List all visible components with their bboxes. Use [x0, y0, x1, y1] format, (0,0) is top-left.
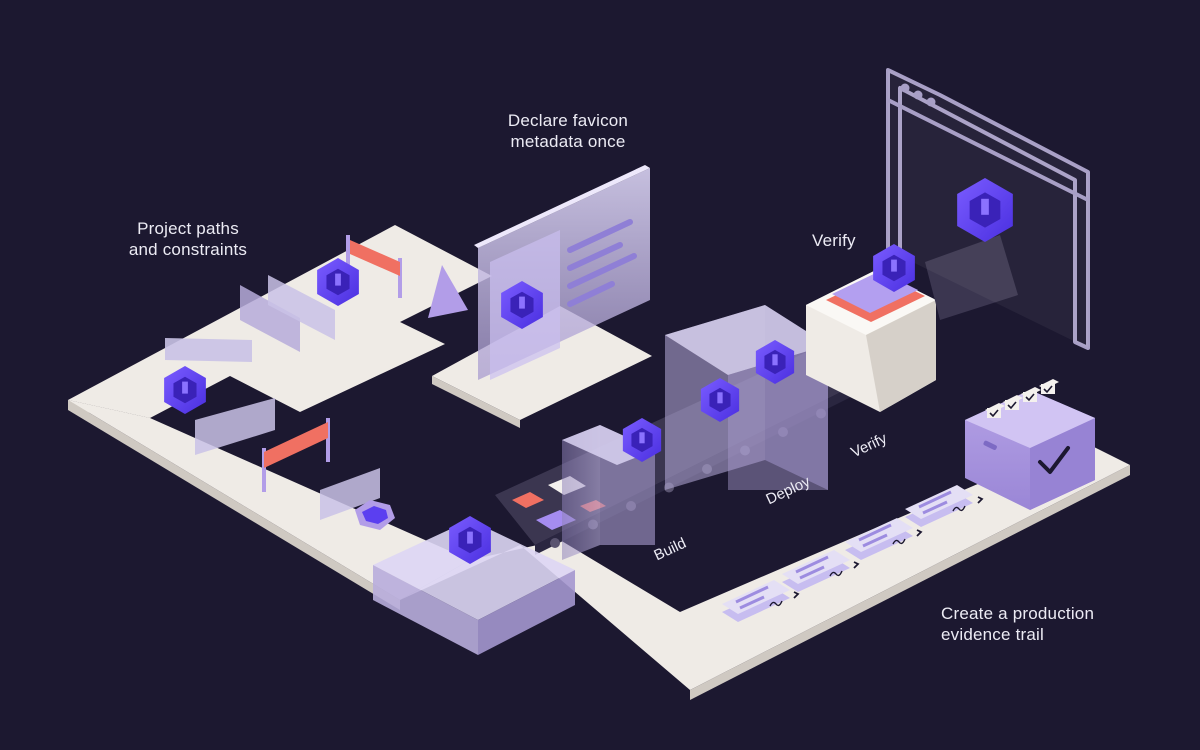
browser-dot [926, 97, 936, 107]
favicon-hexagon-icon [622, 418, 662, 462]
favicon-hexagon-icon [449, 516, 491, 564]
label-declare-metadata: Declare favicon metadata once [488, 110, 648, 152]
box-card-face [1005, 400, 1019, 410]
browser-dot [900, 83, 910, 93]
label-line: metadata once [510, 132, 626, 151]
path-edge-left [68, 400, 400, 610]
barrier-post [262, 448, 266, 492]
barrier-post [398, 258, 402, 298]
signature-icon [952, 505, 966, 512]
glass-panel [268, 275, 335, 340]
evidence-box-top [965, 390, 1095, 448]
evidence-document [905, 485, 973, 527]
constraints [165, 235, 468, 530]
label-line: Verify [812, 231, 856, 250]
signature-icon [829, 570, 843, 577]
checkmark-icon [989, 409, 999, 418]
box-card-face [1023, 392, 1037, 402]
checkmark-icon [1007, 401, 1017, 410]
favicon-hexagon-icon [164, 366, 206, 414]
checkmark-icon [1043, 385, 1053, 394]
glass-panel [320, 468, 380, 520]
evidence-box-side [1030, 418, 1095, 510]
barrier-post [326, 418, 330, 462]
favicon-hexagon-icon [755, 340, 795, 384]
deploy-glass [728, 345, 828, 490]
deploy-top [665, 305, 828, 375]
favicon-icons [164, 178, 1013, 564]
box-card-face [987, 408, 1001, 418]
favicon-hexagon-icon [700, 378, 740, 422]
box-handle [983, 440, 997, 450]
checkmark-icon [1038, 446, 1070, 474]
box-card-face [1041, 384, 1055, 394]
favicon-hexagon-icon [957, 178, 1013, 242]
glass-panel [240, 285, 300, 352]
label-line: Declare favicon [507, 111, 629, 130]
favicon-hexagon-icon [317, 258, 359, 306]
label-line: evidence trail [941, 625, 1044, 644]
favicon-hexagon-icon [873, 244, 915, 292]
build-gate-pillar [562, 425, 600, 560]
evidence-documents [722, 485, 984, 622]
metadata-platform [432, 306, 652, 420]
label-project-paths: Project paths and constraints [108, 218, 268, 260]
evidence-box [965, 379, 1095, 510]
metadata-line [567, 242, 623, 271]
coral-barrier [350, 240, 400, 276]
left-path-arm [68, 400, 470, 600]
metadata-glass-top [474, 165, 650, 248]
glass-panel [165, 338, 252, 362]
evidence-document [782, 550, 860, 592]
label-line: Project paths [137, 219, 239, 238]
arrow-right-icon [977, 496, 984, 504]
deploy-chamber [665, 305, 828, 490]
browser-dot [913, 90, 923, 100]
label-evidence-trail: Create a production evidence trail [941, 603, 1094, 645]
triangle-shape [428, 265, 468, 318]
label-verify-top: Verify [812, 230, 856, 251]
verify-cube-side [866, 300, 936, 412]
hexagon-inner [362, 506, 388, 524]
signature-icon [769, 600, 783, 607]
signature-icon [892, 538, 906, 545]
arrow-right-icon [916, 529, 923, 537]
metadata-line [567, 281, 615, 307]
barrier-post [346, 235, 350, 275]
bottom-path-edge [690, 465, 1130, 700]
browser-toolbar-line [887, 98, 1089, 202]
evidence-cards [985, 379, 1059, 418]
glass-panel [195, 398, 275, 455]
metadata-platform-edge [432, 376, 520, 428]
checkmark-icon [1025, 393, 1035, 402]
metadata-line [567, 219, 633, 253]
coral-barrier [264, 422, 328, 468]
glass-base-left [373, 565, 478, 655]
glass-base-top [373, 520, 575, 620]
verify-belt [925, 235, 1018, 320]
metadata-line [567, 253, 637, 289]
glass-base [373, 520, 575, 655]
glass-base-right [478, 570, 575, 655]
label-line: Create a production [941, 604, 1095, 623]
arrow-right-icon [793, 591, 800, 599]
arrow-right-icon [853, 561, 860, 569]
belt-item-coral [512, 492, 544, 508]
evidence-document [722, 580, 800, 622]
label-line: and constraints [128, 240, 248, 259]
favicon-hexagon-icon [501, 281, 543, 329]
evidence-document [845, 518, 923, 560]
belt-roller [550, 538, 560, 548]
